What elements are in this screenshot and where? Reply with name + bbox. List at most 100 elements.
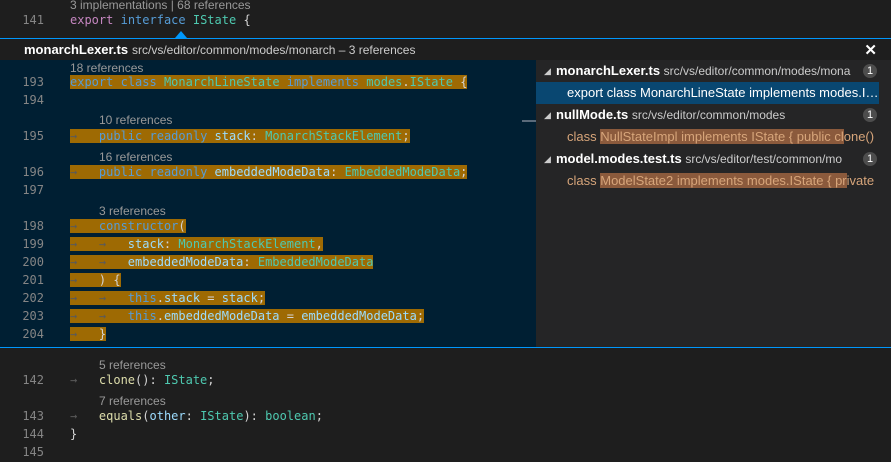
tree-file-model-modes-test[interactable]: ◢ model.modes.test.ts src/vs/editor/test…: [536, 148, 891, 170]
code-line-203[interactable]: → → this.embeddedModeData = embeddedMode…: [70, 309, 425, 323]
file-path: src/vs/editor/test/common/mo: [685, 152, 843, 166]
code-line-196[interactable]: → public readonly embeddedModeData: Embe…: [70, 165, 468, 179]
reference-match: ModelState2 implements modes.IState { pr: [600, 173, 847, 188]
keyword: class: [120, 75, 157, 89]
keyword: public: [98, 165, 143, 179]
reference-tree[interactable]: ◢ monarchLexer.ts src/vs/editor/common/m…: [536, 60, 891, 348]
line-number: 198: [22, 219, 44, 233]
code-lens[interactable]: 18 references: [70, 61, 144, 75]
whitespace-arrow: →: [70, 165, 99, 179]
line-number: 201: [22, 273, 44, 287]
peek-header: monarchLexer.ts src/vs/editor/common/mod…: [0, 38, 891, 61]
reference-match: MonarchLineState implements mod: [639, 85, 845, 100]
keyword: readonly: [149, 165, 208, 179]
type-name: EmbeddedModeData: [257, 255, 374, 269]
brace: }: [70, 427, 78, 441]
whitespace-arrow: →: [70, 219, 99, 233]
chevron-down-icon[interactable]: ◢: [544, 110, 551, 120]
peek-bottom-border: [0, 347, 891, 348]
tree-reference-item[interactable]: class ModelState2 implements modes.IStat…: [536, 170, 879, 192]
file-name: monarchLexer.ts: [556, 63, 661, 78]
chevron-down-icon[interactable]: ◢: [544, 154, 551, 164]
keyword: readonly: [149, 129, 208, 143]
type-name: MonarchStackElement: [265, 129, 403, 143]
line-number: 142: [22, 373, 44, 387]
keyword: this: [127, 309, 157, 323]
property: embeddedModeData: [163, 309, 280, 323]
line-number: 197: [22, 183, 44, 197]
type-name: MonarchLineState: [163, 75, 280, 89]
close-icon[interactable]: ✕: [864, 42, 877, 59]
line-number: 144: [22, 427, 44, 441]
file-name: nullMode.ts: [556, 107, 629, 122]
peek-editor[interactable]: 18 references 193 export class MonarchLi…: [0, 60, 536, 348]
code-line-144[interactable]: }: [70, 425, 77, 443]
code-lens-interface[interactable]: 3 implementations | 68 references: [70, 0, 251, 12]
tree-file-monarchlexer[interactable]: ◢ monarchLexer.ts src/vs/editor/common/m…: [536, 60, 891, 82]
code-lens[interactable]: 16 references: [99, 150, 173, 164]
reference-before: class: [567, 173, 601, 188]
code-line-141[interactable]: export interface IState {: [70, 11, 251, 29]
line-number: 203: [22, 309, 44, 323]
code-lens[interactable]: 10 references: [99, 113, 173, 127]
code-line-200[interactable]: → → embeddedModeData: EmbeddedModeData: [70, 255, 374, 269]
code-lens[interactable]: 7 references: [99, 394, 166, 408]
tree-reference-item[interactable]: export class MonarchLineState implements…: [536, 82, 879, 104]
keyword: export: [70, 75, 114, 89]
whitespace-arrow: → →: [70, 291, 128, 305]
property: stack: [214, 129, 251, 143]
code-line-198[interactable]: → constructor(: [70, 219, 186, 233]
method-name: clone: [98, 373, 136, 387]
parameter: embeddedModeData: [127, 255, 244, 269]
whitespace-arrow: →: [70, 273, 99, 287]
keyword: implements: [286, 75, 360, 89]
type-name: IState: [163, 373, 208, 387]
file-name: model.modes.test.ts: [556, 151, 682, 166]
peek-caret: [175, 31, 187, 38]
code-line-193[interactable]: export class MonarchLineState implements…: [70, 75, 468, 89]
reference-after: one(): [843, 129, 875, 144]
peek-scrollbar[interactable]: [522, 60, 536, 348]
type-name: IState: [192, 13, 237, 27]
reference-after: ivate: [846, 173, 875, 188]
reference-before: export class: [567, 85, 640, 100]
line-number: 195: [22, 129, 44, 143]
line-number: 143: [22, 409, 44, 423]
whitespace-arrow: → →: [70, 309, 128, 323]
type-name: IState: [409, 75, 453, 89]
tree-reference-item[interactable]: class NullStateImpl implements IState { …: [536, 126, 879, 148]
scrollbar-marker: [522, 120, 536, 122]
code-line-199[interactable]: → → stack: MonarchStackElement,: [70, 237, 323, 251]
reference-count-badge: 1: [863, 152, 877, 166]
code-lens[interactable]: 5 references: [99, 358, 166, 372]
tree-file-nullmode[interactable]: ◢ nullMode.ts src/vs/editor/common/modes…: [536, 104, 891, 126]
reference-match: NullStateImpl implements IState { public…: [600, 129, 844, 144]
peek-title[interactable]: monarchLexer.ts: [24, 42, 129, 57]
code-line-204[interactable]: → }: [70, 325, 107, 343]
code-line-201[interactable]: → ) {: [70, 271, 121, 289]
module-name: modes: [366, 75, 403, 89]
property: stack: [163, 291, 201, 305]
keyword: this: [127, 291, 157, 305]
code-line-202[interactable]: → → this.stack = stack;: [70, 291, 266, 305]
code-line-142[interactable]: → clone(): IState;: [70, 373, 215, 387]
file-path: src/vs/editor/common/modes/monarch: [663, 64, 868, 78]
whitespace-arrow: →: [70, 327, 99, 341]
keyword: public: [98, 129, 143, 143]
keyword: constructor: [98, 219, 179, 233]
file-path: src/vs/editor/common/modes: [631, 108, 786, 122]
chevron-down-icon[interactable]: ◢: [544, 66, 551, 76]
whitespace-arrow: →: [70, 373, 99, 387]
whitespace-arrow: → →: [70, 237, 128, 251]
brace: }: [98, 327, 107, 341]
line-number: 193: [22, 75, 44, 89]
brace: {: [460, 75, 468, 89]
type-name: boolean: [265, 409, 316, 423]
code-line-195[interactable]: → public readonly stack: MonarchStackEle…: [70, 129, 410, 143]
code-line-143[interactable]: → equals(other: IState): boolean;: [70, 409, 323, 423]
type-name: IState: [200, 409, 244, 423]
line-number: 199: [22, 237, 44, 251]
code-lens[interactable]: 3 references: [99, 204, 166, 218]
reference-count-badge: 1: [863, 64, 877, 78]
line-number: 141: [22, 13, 44, 27]
